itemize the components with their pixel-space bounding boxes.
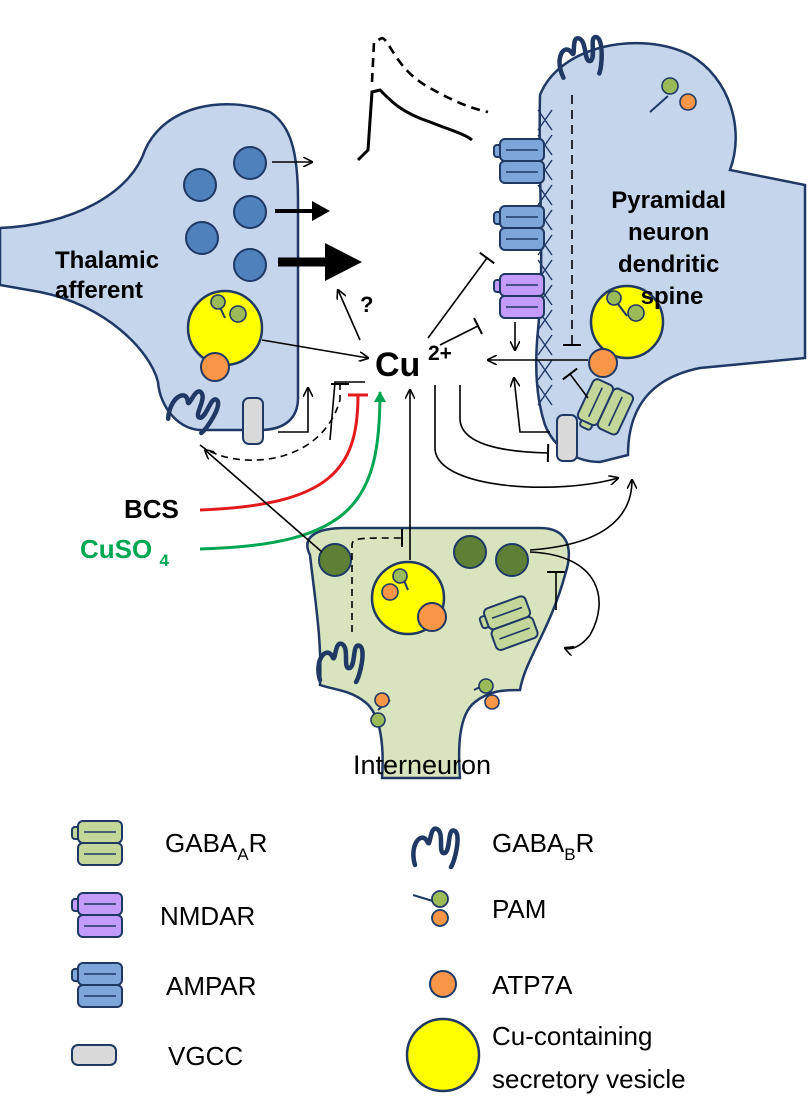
gaba-vesicle <box>495 543 529 577</box>
atp7a-icon <box>200 352 230 382</box>
cu-release-arrow-thalamic <box>261 339 368 358</box>
pam-icon <box>606 290 622 306</box>
thalamic-afferent-label: Thalamic afferent <box>55 247 166 304</box>
glutamate-vesicle <box>233 146 267 180</box>
interneuron-cu-vesicle <box>370 560 447 636</box>
release-arrow-large <box>278 243 362 281</box>
atp7a-icon <box>429 970 457 998</box>
epsc-trace-solid <box>356 88 473 162</box>
gaba-to-thalamic-gabab <box>205 450 323 553</box>
interneuron-gabab-autoinhibit <box>351 529 403 632</box>
spine-cu-vesicle <box>588 284 665 378</box>
vgcc-channel-icon <box>71 1044 117 1066</box>
ampa-receptor-icon <box>493 138 545 184</box>
legend: GABAAR NMDAR AMPAR VGCC GABABR PAM ATP7A… <box>71 820 686 1094</box>
gaba-vesicle <box>453 535 487 569</box>
interneuron-label: Interneuron <box>353 750 491 780</box>
gaba-vesicle <box>318 543 352 577</box>
nmda-receptor-icon <box>71 892 123 938</box>
cuso4-label: CuSO 4 <box>80 534 169 570</box>
question-mark: ? <box>360 292 373 317</box>
pam-icon <box>210 294 226 310</box>
gaba-autoreceptor-loop <box>529 551 600 649</box>
pam-icon <box>649 77 697 113</box>
cuso4-supply-line <box>199 391 386 551</box>
bcs-label: BCS <box>124 494 179 524</box>
gabab-receptor-icon <box>413 829 457 867</box>
gabaa-receptor-icon <box>71 820 123 866</box>
legend-gababr: GABABR <box>492 828 594 864</box>
cu-ion-label: Cu <box>375 346 420 384</box>
pam-icon <box>392 568 408 584</box>
legend-nmdar: NMDAR <box>160 901 255 931</box>
pam-icon <box>381 583 399 601</box>
thalamic-vesicles <box>183 146 267 282</box>
gaba-to-spine-gabaa <box>529 480 632 551</box>
vgcc-channel-icon <box>242 397 264 445</box>
thalamic-cu-vesicle <box>186 289 264 382</box>
bcs-chelation-line <box>199 393 369 512</box>
glutamate-vesicle <box>233 195 267 229</box>
interneuron-vesicles <box>318 535 529 577</box>
cu-inhibits-ampar <box>427 251 495 339</box>
legend-vesicle: Cu-containing secretory vesicle <box>492 1021 686 1094</box>
atp7a-icon <box>588 348 618 378</box>
actin-cytoskeleton <box>537 109 553 406</box>
pam-icon <box>229 305 247 323</box>
pam-icon <box>473 678 500 710</box>
pyramidal-spine-label: Pyramidal neuron dendritic spine <box>611 187 732 310</box>
pam-icon <box>370 692 391 728</box>
vgcc-to-release-arrow <box>278 388 308 433</box>
epsc-trace-dashed <box>370 36 489 114</box>
gabaa-spine-inhibit <box>562 367 589 399</box>
cu-inhibits-spine-vgcc <box>459 385 550 463</box>
nmda-receptor-icon <box>493 273 545 319</box>
pam-icon <box>627 304 645 322</box>
vesicle-icon <box>405 1017 481 1093</box>
vgcc-channel-icon <box>556 414 578 462</box>
glutamate-vesicle <box>233 248 267 282</box>
glutamate-vesicle <box>183 168 217 202</box>
ampa-receptor-icon <box>71 962 123 1008</box>
pam-icon <box>412 890 449 927</box>
atp7a-icon <box>417 602 447 632</box>
release-arrow-medium <box>275 201 330 221</box>
unknown-arrow <box>338 290 361 341</box>
ampa-receptor-icon <box>493 205 545 251</box>
vgcc-spine-arrow <box>514 378 550 433</box>
cu-ion-charge: 2+ <box>428 342 452 365</box>
glutamate-vesicle <box>185 221 219 255</box>
cu-to-gabaa-arrow <box>434 385 618 488</box>
legend-gabaar: GABAAR <box>165 828 267 864</box>
legend-pam: PAM <box>492 894 546 924</box>
legend-ampar: AMPAR <box>166 971 257 1001</box>
legend-atp7a: ATP7A <box>492 970 573 1000</box>
legend-vgcc: VGCC <box>168 1041 243 1071</box>
cu-inhibits-nmdar <box>439 317 483 346</box>
